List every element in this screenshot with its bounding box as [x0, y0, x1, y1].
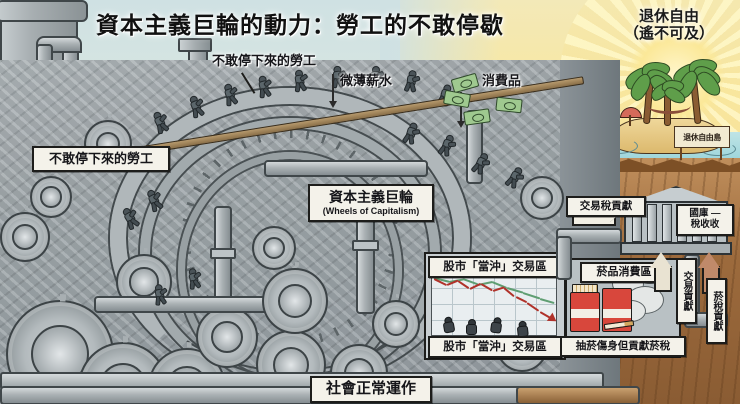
retirement-freedom-line2: （遙不可及） [623, 25, 714, 43]
wave-icon [700, 142, 736, 156]
bottom-pipe-icon [0, 386, 524, 404]
chart-series-benchmark [539, 298, 555, 304]
capitalism-wheel-inner [178, 152, 402, 388]
bottom-pipe-brown-icon [516, 386, 640, 404]
vertical-tobacco-tax-label-text: 菸稅貢獻 [711, 291, 722, 331]
chart-gridline [432, 304, 556, 305]
central-hub-gear-icon [262, 268, 328, 334]
factory-tower-cap [0, 0, 88, 22]
stock-panel-bottom-label: 股市「當沖」交易區 [428, 336, 562, 358]
connector-pipe-icon [556, 236, 572, 280]
hammock-icon [647, 97, 691, 114]
retirement-freedom-title: 退休自由 （遙不可及） [598, 8, 740, 43]
wheels-of-capitalism-label: 資本主義巨輪 (Wheels of Capitalism) [308, 184, 434, 222]
tobacco-top-label-text: 菸品消費區 [596, 266, 652, 279]
bank-column [662, 204, 672, 242]
workers-left-label: 不敢停下來的勞工 [32, 146, 170, 172]
island-sign-post [680, 144, 683, 160]
wheels-label-sub: (Wheels of Capitalism) [322, 205, 420, 216]
stock-top-label-text: 股市「當沖」交易區 [443, 260, 547, 273]
gear-icon [196, 306, 258, 368]
slumped-figure-icon [515, 320, 529, 338]
tobacco-panel-bottom-label: 抽菸傷身但貢獻菸稅 [560, 336, 686, 357]
vertical-transaction-label-text: 交易貢獻 [681, 271, 692, 311]
island-sign-post [720, 144, 723, 160]
stock-panel-top-label: 股市「當沖」交易區 [428, 256, 562, 278]
society-label: 社會正常運作 [310, 376, 432, 403]
vertical-tobacco-tax-label: 菸稅貢獻 [706, 278, 727, 344]
vertical-transaction-contribution-label: 交易貢獻 [676, 258, 697, 324]
treasury-label: 國庫 — 稅收收 [676, 204, 734, 236]
chart-series-daytrading [469, 282, 482, 291]
arrow-up-stem [654, 266, 672, 292]
slumped-figure-icon [441, 316, 456, 334]
slumped-figure-icon [465, 319, 477, 335]
gear-icon [520, 176, 564, 220]
arrow-up-icon [650, 252, 672, 268]
treasury-label-line2: 稅收收 [690, 219, 720, 230]
banknote-icon [495, 96, 523, 114]
arrow-up-icon [698, 252, 720, 268]
island-sign: 退休自由島 [674, 126, 730, 148]
stock-chart [431, 272, 560, 338]
page-title: 資本主義巨輪的動力：勞工的不敢停歇 [96, 12, 504, 38]
pipe-flange [210, 248, 236, 259]
wages-label: 微薄薪水 [340, 73, 393, 88]
tobacco-panel-top-label: 菸品消費區 [580, 262, 668, 283]
treasury-label-line1: 國庫 — [689, 208, 721, 220]
goods-drop-arrow-icon [457, 92, 465, 128]
beach-umbrella-pole [629, 115, 631, 126]
wage-drop-arrow-icon [329, 74, 337, 108]
running-worker-icon [368, 66, 385, 89]
chart-series-daytrading [515, 296, 528, 304]
stock-bottom-label-text: 股市「當沖」交易區 [443, 340, 547, 353]
wheels-label-main: 資本主義巨輪 [329, 189, 413, 206]
tobacco-bottom-label-text: 抽菸傷身但貢獻菸稅 [575, 339, 671, 352]
cigarette-pack-icon [570, 292, 600, 332]
workers-top-label: 不敢停下來的勞工 [212, 53, 317, 68]
smokestack-cap [178, 38, 212, 52]
society-label-text: 社會正常運作 [325, 380, 416, 398]
workers-left-label-text: 不敢停下來的勞工 [48, 150, 153, 166]
retirement-freedom-line1: 退休自由 [638, 8, 699, 25]
pipe-flange [352, 240, 379, 251]
island-sign-label: 退休自由島 [683, 132, 721, 142]
palm-tree-icon [669, 58, 724, 125]
bank-column [647, 204, 657, 242]
transaction-tax-label-text: 交易稅貢獻 [579, 199, 633, 212]
consumer-goods-label: 消費品 [482, 73, 522, 88]
gear-icon [372, 300, 420, 348]
running-worker-icon [403, 69, 421, 93]
gear-icon [30, 176, 72, 218]
gear-icon [252, 226, 296, 270]
pipe-icon [264, 160, 428, 177]
transaction-tax-label: 交易稅貢獻 [566, 196, 646, 217]
chart-series-benchmark [522, 292, 541, 300]
slumped-figure-icon [489, 316, 503, 334]
bank-steps [620, 242, 732, 255]
